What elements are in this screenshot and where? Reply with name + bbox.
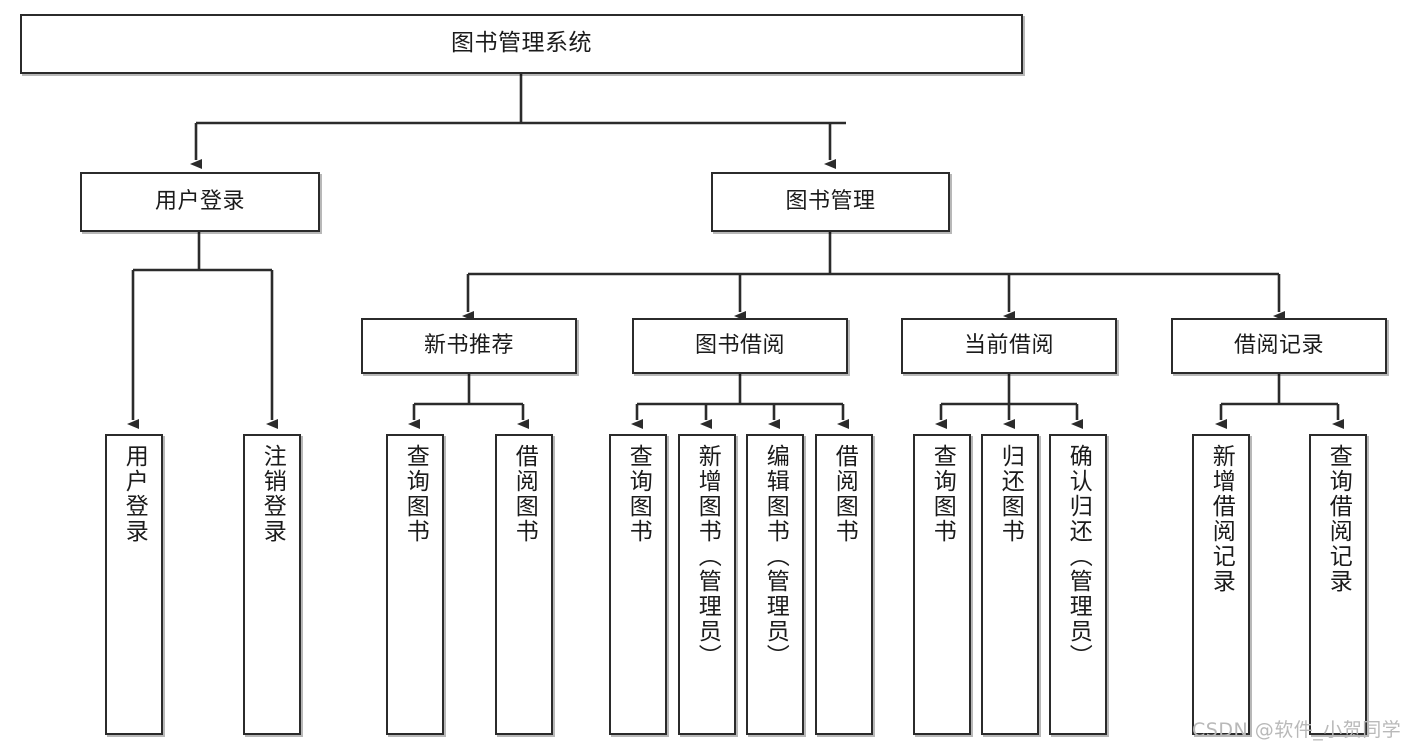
node-new-book-recommend-label: 新书推荐 [423, 333, 514, 359]
node-leaf-query-book-1-label: 查询图书 [402, 444, 429, 544]
node-leaf-user-login-label: 用户登录 [121, 444, 148, 544]
node-leaf-borrow-book-1[interactable]: 借阅图书 [495, 434, 553, 735]
node-leaf-add-book[interactable]: 新增图书（管理员） [678, 434, 736, 735]
node-leaf-query-book-1[interactable]: 查询图书 [386, 434, 444, 735]
node-current-borrow[interactable]: 当前借阅 [901, 318, 1117, 374]
node-user-login-label: 用户登录 [154, 189, 245, 215]
node-book-borrow[interactable]: 图书借阅 [632, 318, 848, 374]
node-borrow-record-label: 借阅记录 [1233, 333, 1324, 359]
node-current-borrow-label: 当前借阅 [963, 333, 1054, 359]
node-leaf-query-book-3-label: 查询图书 [929, 444, 956, 544]
node-leaf-query-book-3[interactable]: 查询图书 [913, 434, 971, 735]
node-leaf-query-record[interactable]: 查询借阅记录 [1309, 434, 1367, 735]
node-leaf-edit-book[interactable]: 编辑图书（管理员） [746, 434, 804, 735]
node-leaf-add-record[interactable]: 新增借阅记录 [1192, 434, 1250, 735]
node-borrow-record[interactable]: 借阅记录 [1171, 318, 1387, 374]
node-leaf-add-record-label: 新增借阅记录 [1208, 444, 1235, 594]
node-book-management-label: 图书管理 [785, 189, 876, 215]
node-leaf-return-book[interactable]: 归还图书 [981, 434, 1039, 735]
node-leaf-query-record-label: 查询借阅记录 [1325, 444, 1352, 594]
node-leaf-confirm-return-label: 确认归还（管理员） [1065, 444, 1092, 669]
node-leaf-query-book-2[interactable]: 查询图书 [609, 434, 667, 735]
node-book-borrow-label: 图书借阅 [694, 333, 785, 359]
node-leaf-query-book-2-label: 查询图书 [625, 444, 652, 544]
node-leaf-add-book-label: 新增图书（管理员） [694, 444, 721, 669]
node-leaf-borrow-book-1-label: 借阅图书 [511, 444, 538, 544]
node-leaf-return-book-label: 归还图书 [997, 444, 1024, 544]
node-root[interactable]: 图书管理系统 [20, 14, 1023, 74]
node-leaf-confirm-return[interactable]: 确认归还（管理员） [1049, 434, 1107, 735]
node-leaf-logout-login-label: 注销登录 [259, 444, 286, 544]
node-leaf-borrow-book-2-label: 借阅图书 [831, 444, 858, 544]
node-new-book-recommend[interactable]: 新书推荐 [361, 318, 577, 374]
node-leaf-borrow-book-2[interactable]: 借阅图书 [815, 434, 873, 735]
node-root-label: 图书管理系统 [451, 30, 592, 57]
node-leaf-user-login[interactable]: 用户登录 [105, 434, 163, 735]
node-leaf-logout-login[interactable]: 注销登录 [243, 434, 301, 735]
node-leaf-edit-book-label: 编辑图书（管理员） [762, 444, 789, 669]
node-book-management[interactable]: 图书管理 [711, 172, 950, 232]
csdn-watermark: CSDN @软件_小贺同学 [1192, 719, 1402, 741]
node-user-login[interactable]: 用户登录 [80, 172, 320, 232]
